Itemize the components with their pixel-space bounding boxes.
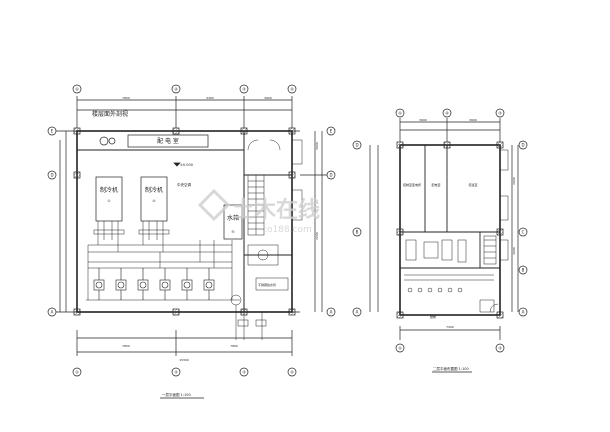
left-top-axis-bubbles: ① ② ③ ④ <box>72 84 297 94</box>
dim-text: 3600 <box>512 177 516 185</box>
left-floor-plan: ① ② ③ ④ 7800 3300 3600 楼层面外剖视 E D A <box>47 84 336 399</box>
chiller-unit-1 <box>95 176 123 222</box>
watermark-logo-icon <box>197 188 231 222</box>
right-outer-wall <box>399 144 501 316</box>
watermark-site: co188.com <box>262 225 312 235</box>
axis-label: ④ <box>290 370 294 375</box>
corner-label: 楼层面外剖视 <box>92 110 128 118</box>
left-top-dimensions: 7800 3300 3600 <box>76 96 293 128</box>
chiller-1-number: ① <box>107 199 110 203</box>
axis-label: ① <box>75 87 79 92</box>
dim-text: 3600 <box>469 118 477 122</box>
axis-label: B <box>522 268 525 273</box>
axis-label: ④ <box>290 87 294 92</box>
watermark: 土木在线 co188.com <box>197 188 320 235</box>
chiller-2-number: ② <box>152 199 155 203</box>
room-a-label: 控制室变电所 <box>403 182 421 187</box>
axis-label: ③ <box>498 346 502 351</box>
axis-label: ② <box>174 87 178 92</box>
right-columns <box>396 141 504 319</box>
axis-label: D <box>329 173 332 178</box>
axis-label: ② <box>174 370 178 375</box>
axis-label: ① <box>75 370 79 375</box>
right-plan-title: 二层平面布置图 1:100 <box>433 366 469 371</box>
water-tank-label: 水箱 <box>227 214 239 222</box>
dim-text: 3600 <box>264 96 272 100</box>
right-lower-equipment <box>230 244 289 340</box>
left-plan-right-axis-bubbles: E D A 3600 7200 <box>300 126 336 317</box>
axis-label: D <box>355 143 358 148</box>
power-room-box <box>127 134 209 148</box>
dim-text: 3600 <box>512 247 516 255</box>
axis-label: A <box>522 310 525 315</box>
chiller-1-label: 制冷机 <box>100 186 118 194</box>
dim-text: 3600 <box>315 142 319 150</box>
power-room-label: 配 电 室 <box>157 137 179 145</box>
elevation-icon <box>173 162 181 167</box>
pump-symbol <box>99 136 109 146</box>
axis-label: A <box>330 310 333 315</box>
chiller-piping <box>86 221 240 301</box>
left-bottom-dimensions: 7800 7800 15300 ① ② ③ ④ <box>72 330 297 377</box>
pump-symbol <box>108 137 116 145</box>
dim-text: 7200 <box>315 232 319 240</box>
left-stair <box>247 174 265 236</box>
chiller-2-label: 制冷机 <box>145 186 163 194</box>
dim-text: 7200 <box>446 325 454 329</box>
room-c-label: 值班室 <box>468 182 477 187</box>
right-side-axis: D B A D C B A 3600 3600 <box>352 140 528 317</box>
right-bottom-dimensions: 7200 ① ③ <box>395 325 505 353</box>
axis-label: E <box>51 129 54 134</box>
right-top-axis: ① ② ③ 3600 3600 <box>395 108 505 142</box>
right-floor-plan: ① ② ③ 3600 3600 D B A D C B A 3600 <box>352 108 528 373</box>
axis-label: E <box>330 129 333 134</box>
elevation-mark: ±0.000 <box>180 163 193 167</box>
axis-label: ③ <box>242 370 246 375</box>
axis-label: ① <box>398 346 402 351</box>
left-walls <box>76 130 293 313</box>
dim-text: 15300 <box>179 358 189 362</box>
dim-text: 7800 <box>122 96 130 100</box>
dim-text: 3600 <box>419 118 427 122</box>
left-doors <box>247 139 303 221</box>
axis-label: C <box>522 230 525 235</box>
right-equipment <box>404 235 497 313</box>
left-plan-title: 一层平面图 1:100 <box>162 392 191 397</box>
axis-label: A <box>51 310 54 315</box>
axis-label: ① <box>398 111 402 116</box>
axis-label: A <box>356 310 359 315</box>
central-ac-label: 中央空调 <box>177 182 191 187</box>
axis-label: B <box>356 230 359 235</box>
dim-text: 3300 <box>206 96 214 100</box>
water-tank <box>223 204 243 240</box>
watermark-brand: 土木在线 <box>232 197 320 223</box>
pump-row <box>93 268 215 300</box>
water-tank-number: ⑤ <box>231 230 234 234</box>
right-doors <box>489 149 509 313</box>
axis-label: D <box>521 143 524 148</box>
axis-label: ③ <box>498 111 502 116</box>
right-inner-walls <box>400 145 500 269</box>
chiller-unit-2 <box>140 176 168 222</box>
axis-label: ② <box>445 111 449 116</box>
dim-text: 7800 <box>122 344 130 348</box>
axis-label: ③ <box>242 87 246 92</box>
room-b-label: 配电室 <box>431 182 440 187</box>
stair-label: 楼梯 <box>430 314 436 319</box>
pipe-note: 不锈钢给水管 <box>258 282 276 287</box>
dim-text: 7800 <box>230 344 238 348</box>
axis-label: D <box>50 173 53 178</box>
